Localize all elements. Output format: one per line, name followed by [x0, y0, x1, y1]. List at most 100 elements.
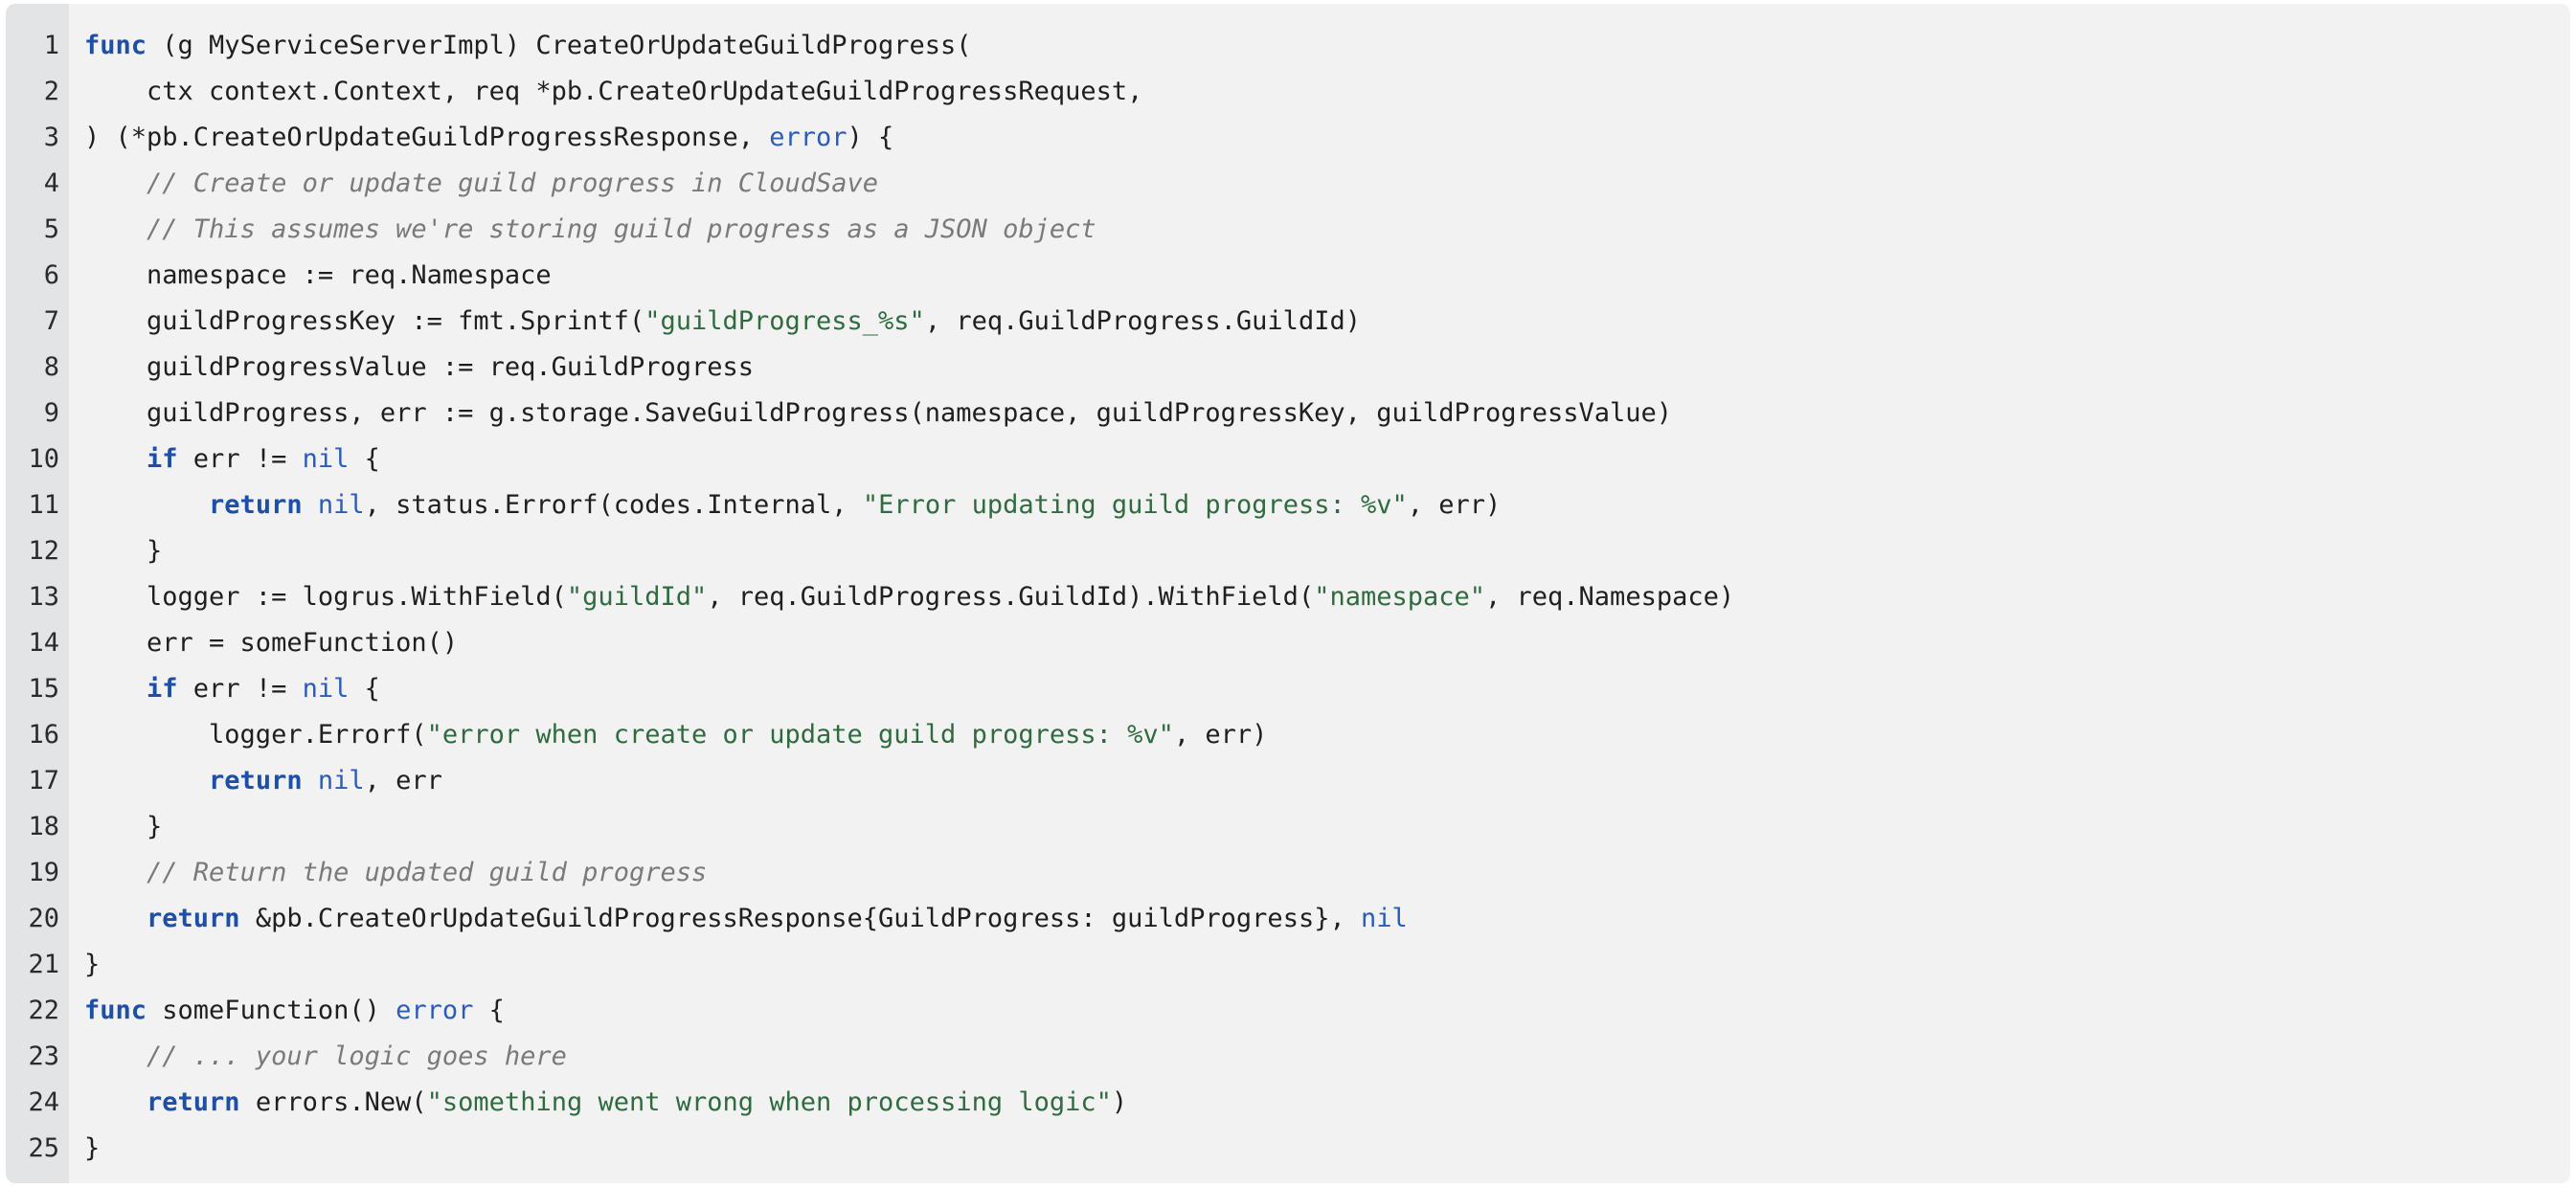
line-number: 16	[28, 720, 59, 750]
line-number: 8	[43, 352, 59, 382]
comment-token: // Return the updated guild progress	[147, 858, 708, 887]
builtin-token: nil	[1360, 904, 1408, 933]
builtin-token: error	[395, 996, 474, 1025]
code-line[interactable]: // This assumes we're storing guild prog…	[84, 207, 2570, 253]
code-text	[303, 490, 318, 520]
builtin-token: nil	[302, 444, 350, 474]
code-text: {	[349, 444, 380, 474]
line-number: 2	[43, 77, 59, 106]
code-text	[303, 766, 318, 795]
line-number: 21	[28, 950, 59, 979]
code-text: &pb.CreateOrUpdateGuildProgressResponse{…	[239, 904, 1361, 933]
code-text: errors.New(	[239, 1087, 427, 1117]
code-text: )	[1111, 1087, 1128, 1117]
code-text: ) {	[847, 123, 894, 152]
code-line[interactable]: }	[84, 942, 2570, 988]
code-line[interactable]: }	[84, 528, 2570, 574]
builtin-token: error	[769, 123, 847, 152]
string-token: "error when create or update guild progr…	[426, 720, 1174, 750]
code-text: guildProgress, err := g.storage.SaveGuil…	[84, 398, 1673, 428]
line-number: 6	[43, 260, 59, 290]
comment-token: // Create or update guild progress in Cl…	[147, 168, 879, 198]
code-area[interactable]: func (g MyServiceServerImpl) CreateOrUpd…	[69, 4, 2570, 1183]
code-text: (g MyServiceServerImpl) CreateOrUpdateGu…	[147, 31, 972, 60]
code-line[interactable]: logger.Errorf("error when create or upda…	[84, 712, 2570, 758]
line-number: 18	[28, 812, 59, 841]
code-text: , status.Errorf(codes.Internal,	[364, 490, 863, 520]
code-line[interactable]: }	[84, 1126, 2570, 1172]
code-text: guildProgressValue := req.GuildProgress	[84, 352, 754, 382]
line-number: 7	[43, 306, 59, 336]
line-number: 5	[43, 214, 59, 244]
line-number: 11	[28, 490, 59, 520]
line-number: 10	[28, 444, 59, 474]
line-number: 23	[28, 1041, 59, 1071]
string-token: "Error updating guild progress: %v"	[862, 490, 1408, 520]
keyword-token: func	[84, 31, 147, 60]
line-number: 14	[28, 628, 59, 658]
string-token: "namespace"	[1314, 582, 1486, 612]
code-text	[84, 444, 147, 474]
code-line[interactable]: // Create or update guild progress in Cl…	[84, 161, 2570, 207]
line-number: 13	[28, 582, 59, 612]
builtin-token: nil	[302, 674, 350, 704]
code-line[interactable]: func someFunction() error {	[84, 988, 2570, 1034]
code-line[interactable]: // ... your logic goes here	[84, 1034, 2570, 1080]
code-line[interactable]: if err != nil {	[84, 437, 2570, 482]
code-line[interactable]: return &pb.CreateOrUpdateGuildProgressRe…	[84, 896, 2570, 942]
code-line[interactable]: return nil, status.Errorf(codes.Internal…	[84, 482, 2570, 528]
line-number: 22	[28, 996, 59, 1025]
line-number: 25	[28, 1133, 59, 1163]
code-line[interactable]: ) (*pb.CreateOrUpdateGuildProgressRespon…	[84, 115, 2570, 161]
code-line[interactable]: if err != nil {	[84, 666, 2570, 712]
code-text: guildProgressKey := fmt.Sprintf(	[84, 306, 645, 336]
builtin-token: nil	[317, 766, 365, 795]
keyword-token: return	[147, 904, 240, 933]
line-number: 15	[28, 674, 59, 704]
builtin-token: nil	[317, 490, 365, 520]
code-text: ctx context.Context, req *pb.CreateOrUpd…	[84, 77, 1143, 106]
code-text: someFunction()	[147, 996, 396, 1025]
comment-token: // ... your logic goes here	[147, 1041, 567, 1071]
code-text	[84, 904, 147, 933]
code-line[interactable]: guildProgressKey := fmt.Sprintf("guildPr…	[84, 299, 2570, 345]
code-text: namespace := req.Namespace	[84, 260, 552, 290]
code-line[interactable]: err = someFunction()	[84, 620, 2570, 666]
line-number: 24	[28, 1087, 59, 1117]
code-text: err = someFunction()	[84, 628, 459, 658]
keyword-token: if	[147, 674, 178, 704]
code-line[interactable]: return errors.New("something went wrong …	[84, 1080, 2570, 1126]
code-text	[84, 766, 209, 795]
line-number: 19	[28, 858, 59, 887]
code-line[interactable]: }	[84, 804, 2570, 850]
line-number: 17	[28, 766, 59, 795]
code-text: logger.Errorf(	[84, 720, 427, 750]
keyword-token: return	[147, 1087, 240, 1117]
line-number: 1	[43, 31, 59, 60]
code-text	[84, 1041, 147, 1071]
code-line[interactable]: ctx context.Context, req *pb.CreateOrUpd…	[84, 69, 2570, 115]
string-token: "guildProgress_%s"	[644, 306, 925, 336]
keyword-token: func	[84, 996, 147, 1025]
code-line[interactable]: guildProgress, err := g.storage.SaveGuil…	[84, 391, 2570, 437]
code-line[interactable]: return nil, err	[84, 758, 2570, 804]
code-text: ) (*pb.CreateOrUpdateGuildProgressRespon…	[84, 123, 770, 152]
code-text	[84, 490, 209, 520]
code-text: err !=	[177, 444, 303, 474]
code-text: }	[84, 536, 163, 566]
code-line[interactable]: // Return the updated guild progress	[84, 850, 2570, 896]
line-number: 20	[28, 904, 59, 933]
line-number: 12	[28, 536, 59, 566]
code-line[interactable]: namespace := req.Namespace	[84, 253, 2570, 299]
code-text	[84, 1087, 147, 1117]
code-line[interactable]: func (g MyServiceServerImpl) CreateOrUpd…	[84, 23, 2570, 69]
code-text: }	[84, 812, 163, 841]
code-text: {	[349, 674, 380, 704]
code-text	[84, 214, 147, 244]
code-line[interactable]: guildProgressValue := req.GuildProgress	[84, 345, 2570, 391]
code-line[interactable]: logger := logrus.WithField("guildId", re…	[84, 574, 2570, 620]
code-text: , req.GuildProgress.GuildId)	[924, 306, 1361, 336]
string-token: "guildId"	[566, 582, 708, 612]
